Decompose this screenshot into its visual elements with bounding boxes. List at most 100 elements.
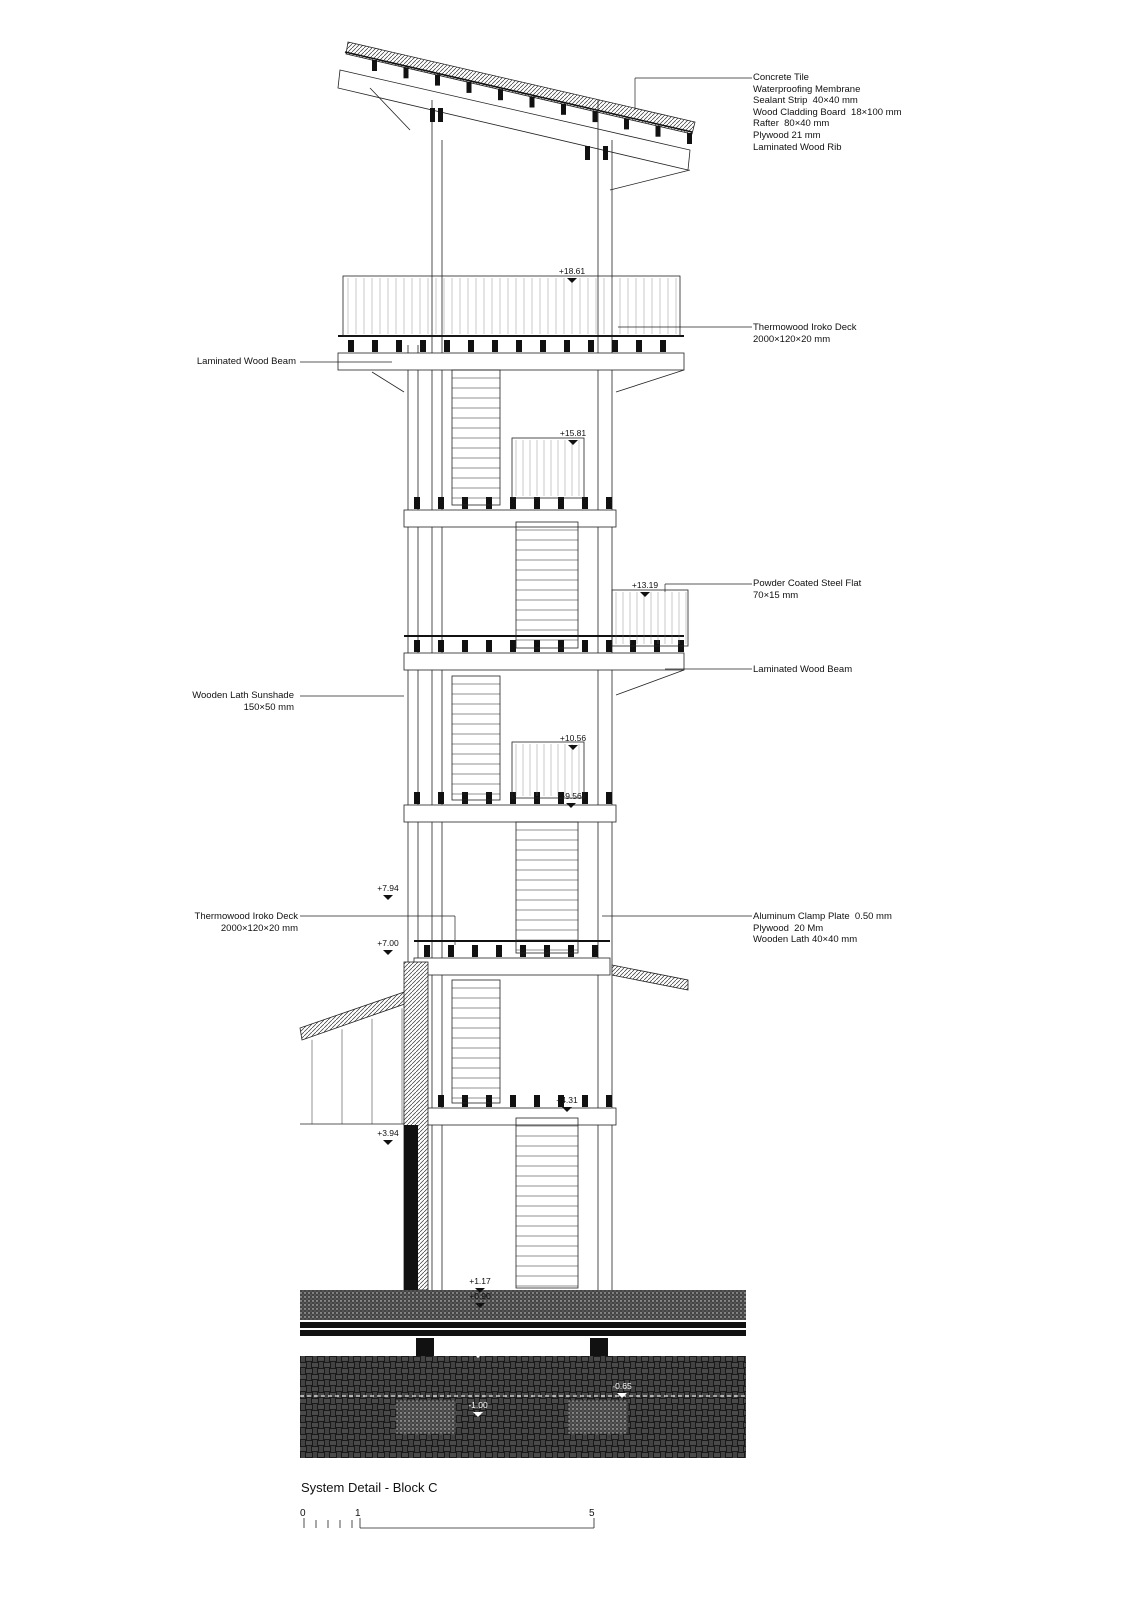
joist-block (660, 340, 666, 352)
rafter-block (403, 67, 409, 79)
joist-block (582, 1095, 588, 1107)
rafter-block (592, 111, 598, 123)
wall-core (404, 1125, 418, 1290)
rafter-block (687, 133, 692, 144)
joist-block (534, 497, 540, 509)
roof-strut (369, 87, 411, 131)
level-triangle (383, 895, 393, 900)
joist-block (534, 640, 540, 652)
stair-flight (515, 521, 579, 649)
railing-1581 (511, 437, 585, 499)
slab-band (300, 1322, 746, 1328)
railing-1319 (611, 589, 689, 647)
joist-block (606, 792, 612, 804)
floor-beam (403, 804, 617, 823)
joist-block (438, 497, 444, 509)
stair-flight (451, 369, 501, 506)
joist-block (468, 340, 474, 352)
rafter-block (372, 60, 377, 71)
level-marker-text: +15.81 (559, 428, 587, 438)
rafter-block (498, 89, 503, 101)
scale-label-5: 5 (589, 1508, 595, 1519)
column-block (603, 146, 608, 160)
pier (416, 1338, 434, 1356)
joist-block (520, 945, 526, 957)
level-marker-text: +9.56 (560, 791, 582, 801)
level-triangle (475, 1288, 485, 1293)
level-marker-text: +3.94 (377, 1128, 399, 1138)
joist-block (582, 640, 588, 652)
stair-flight (515, 1117, 579, 1289)
level-triangle (568, 440, 578, 445)
rafter-block (529, 96, 535, 108)
label-top-beam: Laminated Wood Beam (196, 356, 296, 367)
joist-block (462, 792, 468, 804)
joist-block (414, 640, 420, 652)
joist-block (612, 340, 618, 352)
joist-block (564, 340, 570, 352)
level-marker-text: +4.31 (556, 1095, 578, 1105)
joist-block (448, 945, 454, 957)
rafter-block (561, 103, 566, 115)
floor-beam (403, 509, 617, 528)
level-marker-text: +0.90 (469, 1291, 491, 1301)
joist-block (420, 340, 426, 352)
level-triangle (640, 592, 650, 597)
joist-block (510, 1095, 516, 1107)
joist-block (606, 497, 612, 509)
label-steel-flat: Powder Coated Steel Flat 70×15 mm (753, 578, 862, 601)
joist-block (372, 340, 378, 352)
level-triangle (617, 1393, 627, 1398)
joist-block (592, 945, 598, 957)
label-clamp-plate: Aluminum Clamp Plate 0.50 mm Plywood 20 … (753, 911, 892, 946)
joist-block (582, 792, 588, 804)
joist-block (636, 340, 642, 352)
joist-block (496, 945, 502, 957)
joist-block (486, 640, 492, 652)
joist-block (348, 340, 354, 352)
joist-block (486, 792, 492, 804)
joist-block (462, 640, 468, 652)
label-sunshade: Wooden Lath Sunshade 150×50 mm (192, 690, 294, 713)
joist-block (414, 792, 420, 804)
level-triangle (383, 1140, 393, 1145)
level-marker-text: +10.56 (559, 733, 587, 743)
rafter-block (624, 118, 629, 130)
roof-membrane (344, 51, 693, 133)
column-block (430, 108, 435, 122)
level-marker-text: +1.17 (469, 1276, 491, 1286)
joist-block (588, 340, 594, 352)
soil (300, 1356, 746, 1458)
label-mid-beam: Laminated Wood Beam (753, 664, 853, 675)
ground-slab (300, 1290, 746, 1320)
level-marker-text: +7.94 (377, 883, 399, 893)
joist-block (534, 1095, 540, 1107)
pier (590, 1338, 608, 1356)
label-top-deck: Thermowood Iroko Deck 2000×120×20 mm (753, 322, 857, 345)
stair-flight (451, 979, 501, 1104)
joist-block (438, 792, 444, 804)
railing-1056 (511, 741, 585, 799)
floor-beam (413, 957, 611, 976)
footing (567, 1399, 629, 1435)
level-triangle (475, 1303, 485, 1308)
level-triangle (473, 1412, 483, 1417)
lower-roof (299, 989, 417, 1041)
floor-beam (337, 352, 685, 371)
level-triangle (567, 278, 577, 283)
stair-flight (451, 675, 501, 801)
floor-beam (403, 1107, 617, 1126)
beam-strut (371, 371, 405, 393)
label-roof-layers: Concrete Tile Waterproofing Membrane Sea… (753, 72, 902, 153)
level-triangle (473, 1353, 483, 1358)
joist-block (444, 340, 450, 352)
joist-block (438, 640, 444, 652)
footing (395, 1399, 457, 1435)
joist-block (510, 640, 516, 652)
roof-strut (609, 169, 691, 191)
rafter-block (655, 125, 661, 137)
slab-band-2 (300, 1330, 746, 1336)
level-marker-text: +18.61 (558, 266, 586, 276)
floor-beam (403, 652, 685, 671)
